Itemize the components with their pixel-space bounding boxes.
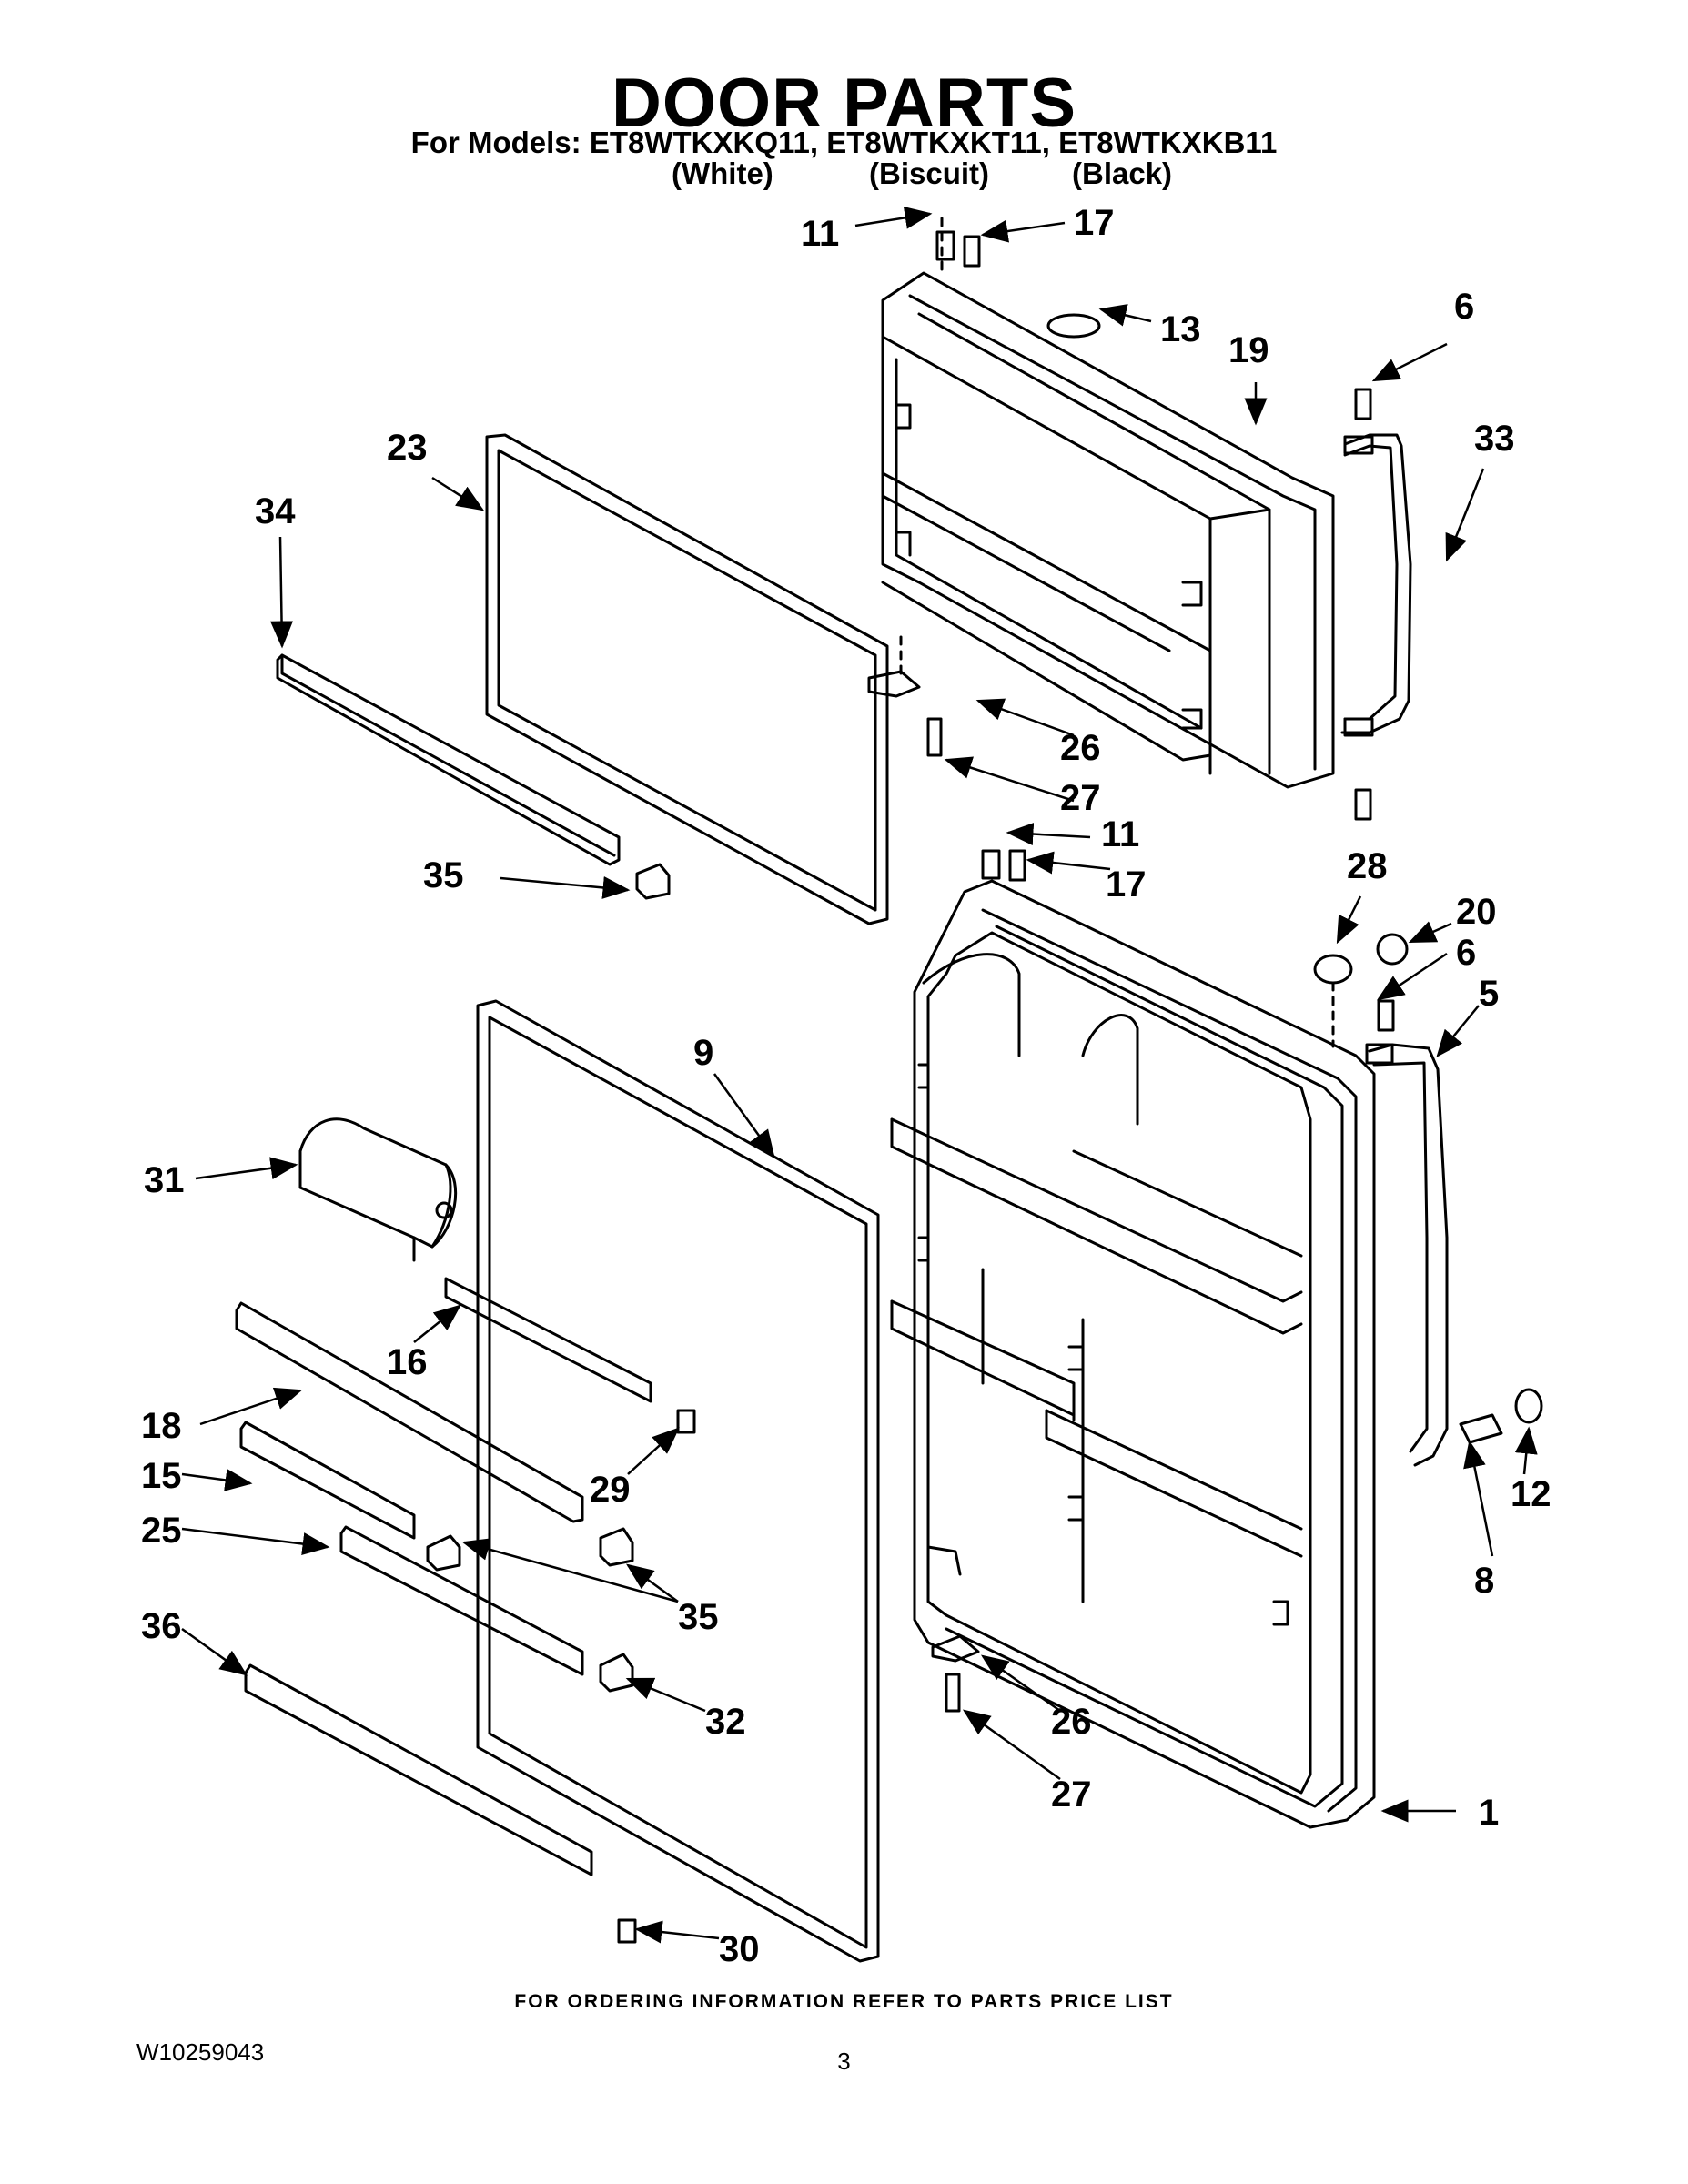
callout-15: 15 bbox=[141, 1456, 182, 1496]
callout-35-top: 35 bbox=[423, 855, 464, 895]
callout-31: 31 bbox=[144, 1160, 185, 1200]
model-list: For Models: ET8WTKXKQ11, ET8WTKXKT11, ET… bbox=[410, 126, 1278, 159]
freezer-door-bar bbox=[276, 653, 621, 866]
callout-16: 16 bbox=[387, 1342, 428, 1382]
callout-12: 12 bbox=[1511, 1474, 1552, 1514]
callout-6-top: 6 bbox=[1454, 287, 1474, 327]
fresh-food-door-handle bbox=[1365, 1043, 1449, 1467]
callout-33: 33 bbox=[1474, 419, 1515, 459]
freezer-door-liner bbox=[881, 271, 1335, 789]
callout-9: 9 bbox=[693, 1033, 713, 1073]
color-black-label: (Black) bbox=[1072, 157, 1173, 190]
callout-27-top: 27 bbox=[1060, 778, 1101, 818]
callout-30: 30 bbox=[719, 1929, 760, 1969]
color-white-label: (White) bbox=[672, 157, 773, 190]
callout-25: 25 bbox=[141, 1511, 182, 1551]
callout-29: 29 bbox=[590, 1470, 631, 1510]
callout-28: 28 bbox=[1347, 846, 1388, 886]
page-number: 3 bbox=[837, 2048, 851, 2075]
callout-5: 5 bbox=[1479, 974, 1499, 1014]
callout-20: 20 bbox=[1456, 892, 1497, 932]
callout-18: 18 bbox=[141, 1406, 182, 1446]
callout-leaders bbox=[181, 206, 1538, 1944]
callout-6-mid: 6 bbox=[1456, 933, 1476, 973]
door-shelf-bars bbox=[235, 1277, 652, 1876]
freezer-door-gasket bbox=[485, 433, 889, 925]
dairy-compartment-door bbox=[298, 1117, 458, 1262]
callout-17-top: 17 bbox=[1074, 203, 1115, 243]
color-biscuit-label: (Biscuit) bbox=[869, 157, 989, 190]
fresh-food-door-liner bbox=[890, 879, 1376, 1829]
page-title: DOOR PARTS bbox=[611, 65, 1077, 142]
callout-11-top: 11 bbox=[801, 214, 839, 254]
callout-26-top: 26 bbox=[1060, 728, 1101, 768]
freezer-door-handle bbox=[1340, 433, 1412, 737]
shelf-end-caps bbox=[426, 863, 696, 1944]
callout-32: 32 bbox=[705, 1702, 746, 1742]
callout-27-bottom: 27 bbox=[1051, 1774, 1092, 1815]
hardware-items bbox=[867, 217, 1543, 1713]
fresh-food-door-gasket bbox=[476, 999, 880, 1963]
callout-36: 36 bbox=[141, 1606, 182, 1646]
document-number: W10259043 bbox=[136, 2038, 265, 2066]
callout-35-bottom: 35 bbox=[678, 1597, 719, 1637]
callout-23: 23 bbox=[387, 428, 428, 468]
callout-1: 1 bbox=[1479, 1793, 1499, 1833]
callout-19: 19 bbox=[1228, 330, 1269, 370]
callout-numbers: 11 17 13 19 6 33 23 34 26 27 35 11 17 28… bbox=[141, 203, 1552, 1969]
ordering-note: FOR ORDERING INFORMATION REFER TO PARTS … bbox=[514, 1991, 1174, 2012]
callout-13: 13 bbox=[1160, 309, 1201, 349]
callout-8: 8 bbox=[1474, 1561, 1494, 1601]
callout-11-mid: 11 bbox=[1101, 814, 1139, 854]
callout-17-mid: 17 bbox=[1106, 864, 1147, 905]
callout-26-bottom: 26 bbox=[1051, 1702, 1092, 1742]
callout-34: 34 bbox=[255, 491, 296, 531]
